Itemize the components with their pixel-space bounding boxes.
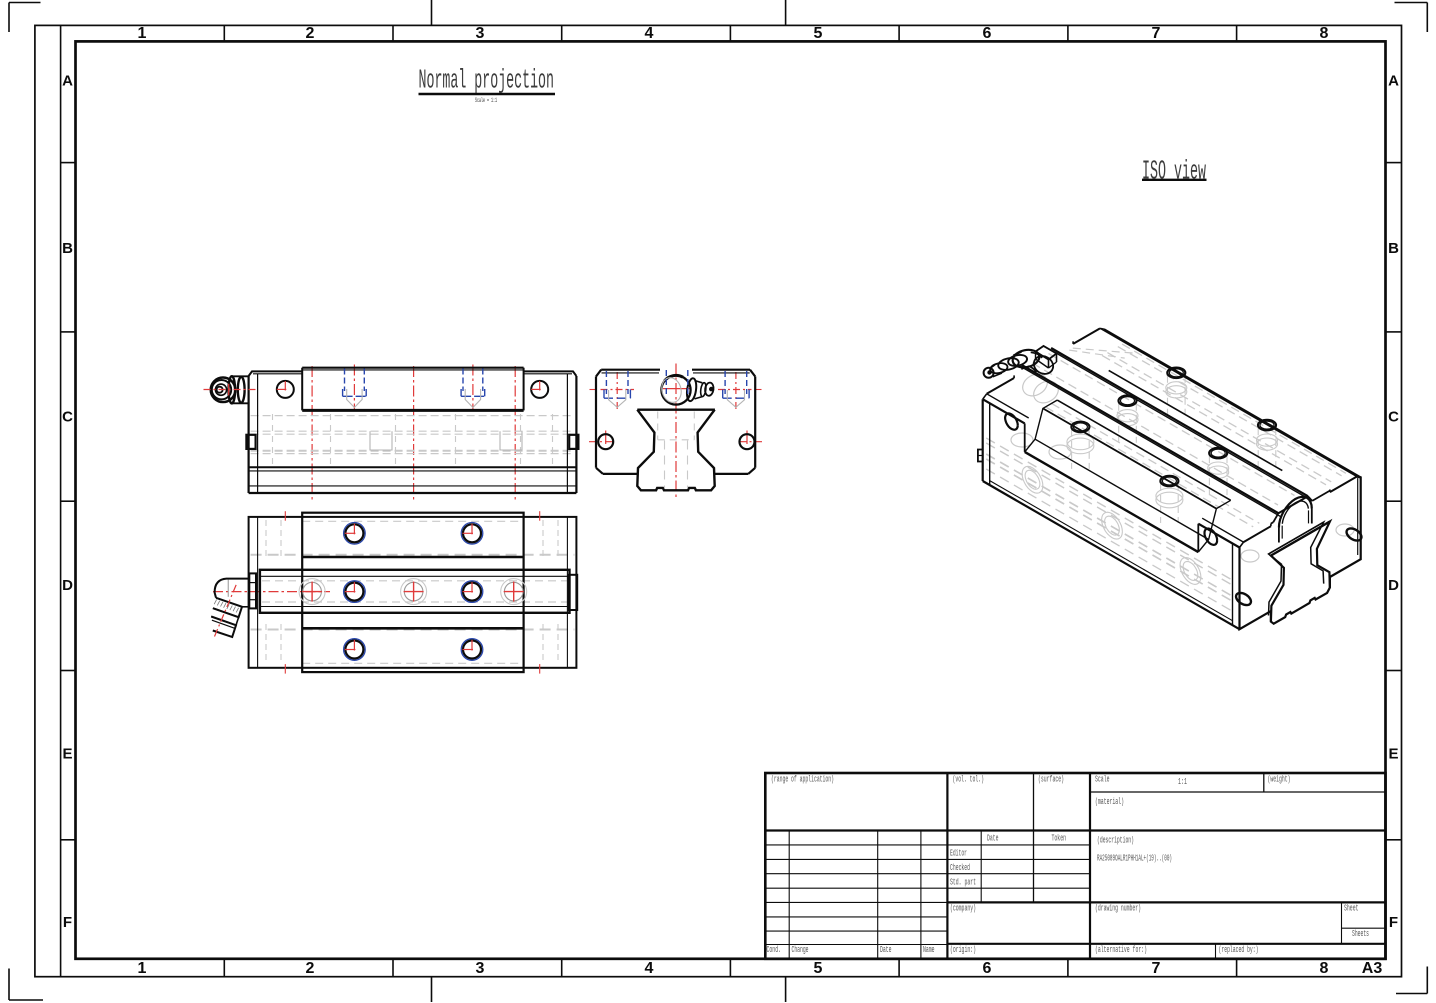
- svg-text:Name: Name: [923, 945, 935, 955]
- svg-text:(weight): (weight): [1268, 775, 1291, 785]
- svg-text:5: 5: [814, 25, 823, 42]
- svg-text:D: D: [1388, 577, 1399, 594]
- svg-text:D: D: [62, 577, 73, 594]
- svg-text:Scale: Scale: [1095, 775, 1110, 785]
- svg-text:3: 3: [476, 960, 485, 977]
- svg-text:F: F: [63, 914, 72, 931]
- svg-text:(range of application): (range of application): [771, 775, 834, 785]
- svg-text:(vol. tol.): (vol. tol.): [953, 775, 985, 785]
- svg-text:Token: Token: [1052, 834, 1067, 844]
- svg-text:Sheet: Sheet: [1344, 904, 1359, 914]
- svg-text:ISO view: ISO view: [1142, 158, 1206, 188]
- svg-text:Sheets: Sheets: [1352, 929, 1369, 939]
- svg-text:A: A: [1388, 73, 1399, 90]
- svg-text:8: 8: [1320, 960, 1329, 977]
- svg-text:Date: Date: [987, 834, 999, 844]
- svg-text:C: C: [62, 409, 73, 426]
- svg-text:Cond.: Cond.: [767, 945, 782, 955]
- svg-text:7: 7: [1152, 960, 1161, 977]
- svg-text:4: 4: [645, 960, 654, 977]
- svg-text:A: A: [62, 73, 73, 90]
- svg-text:(surface): (surface): [1038, 775, 1064, 785]
- svg-text:8: 8: [1320, 25, 1329, 42]
- svg-text:4: 4: [645, 25, 654, 42]
- svg-text:RA25089OALR1PHH1AL+(19)..(00): RA25089OALR1PHH1AL+(19)..(00): [1097, 854, 1172, 864]
- svg-text:5: 5: [814, 960, 823, 977]
- svg-text:C: C: [1388, 409, 1399, 426]
- svg-text:2: 2: [306, 960, 315, 977]
- svg-text:Scale = 1:1: Scale = 1:1: [475, 97, 497, 104]
- svg-text:B: B: [1388, 240, 1399, 257]
- svg-text:Std. part: Std. part: [950, 877, 976, 887]
- svg-text:(description): (description): [1097, 836, 1134, 846]
- svg-text:1: 1: [138, 25, 147, 42]
- svg-text:Change: Change: [792, 945, 809, 955]
- svg-text:6: 6: [983, 25, 992, 42]
- svg-text:E: E: [62, 746, 72, 763]
- svg-text:Normal projection: Normal projection: [419, 67, 555, 97]
- svg-text:Date: Date: [880, 945, 892, 955]
- svg-text:(origin:): (origin:): [950, 945, 976, 955]
- svg-text:(alternative for:): (alternative for:): [1095, 945, 1147, 955]
- svg-text:Editor: Editor: [950, 849, 967, 859]
- svg-text:F: F: [1389, 914, 1398, 931]
- svg-text:6: 6: [983, 960, 992, 977]
- svg-text:(material): (material): [1095, 797, 1124, 807]
- svg-text:A3: A3: [1362, 960, 1383, 977]
- svg-text:(replaced by:): (replaced by:): [1219, 945, 1259, 955]
- svg-text:7: 7: [1152, 25, 1161, 42]
- svg-text:1:1: 1:1: [1178, 777, 1187, 787]
- svg-text:(drawing number): (drawing number): [1095, 904, 1141, 914]
- svg-text:Checked: Checked: [950, 863, 970, 873]
- svg-text:E: E: [1388, 746, 1398, 763]
- svg-text:3: 3: [476, 25, 485, 42]
- svg-text:1: 1: [138, 960, 147, 977]
- svg-text:(company): (company): [950, 904, 976, 914]
- svg-text:B: B: [62, 240, 73, 257]
- svg-text:2: 2: [306, 25, 315, 42]
